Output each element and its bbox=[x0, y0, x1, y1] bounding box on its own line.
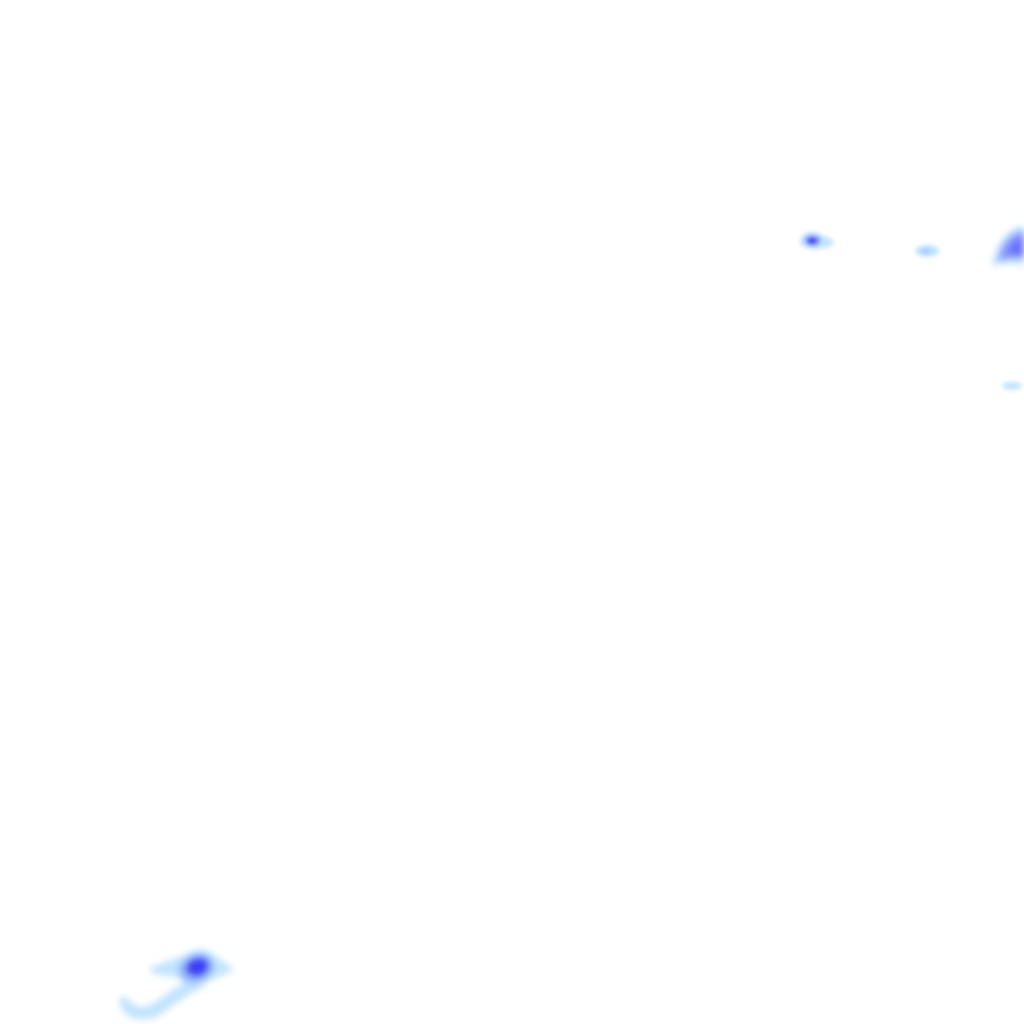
precip-core-region bbox=[185, 957, 209, 977]
precip-medium-region bbox=[921, 248, 931, 254]
precip-cell-right-small bbox=[1002, 382, 1022, 390]
precip-light-region bbox=[1002, 382, 1022, 390]
precip-core-region bbox=[807, 237, 817, 245]
precip-cell-top-middle bbox=[915, 245, 939, 257]
precip-cell-bottom-left bbox=[119, 949, 234, 1020]
precip-light-region bbox=[119, 949, 234, 1020]
precip-cell-top-right bbox=[992, 226, 1024, 266]
precip-cell-top-left bbox=[800, 231, 835, 250]
precip-core-region bbox=[1008, 238, 1024, 255]
